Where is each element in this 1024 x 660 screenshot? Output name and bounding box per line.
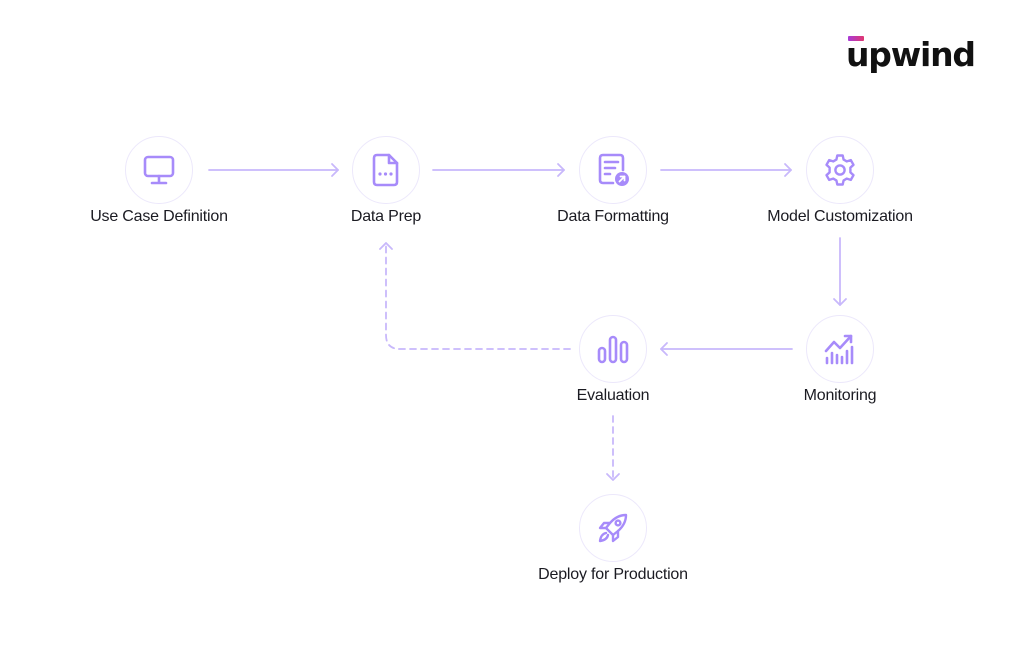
node-evaluation xyxy=(579,315,647,383)
label-data-formatting: Data Formatting xyxy=(557,208,669,225)
arrow-monitoring-to-evaluation xyxy=(660,342,793,356)
node-data-prep xyxy=(352,136,420,204)
label-evaluation: Evaluation xyxy=(576,387,650,404)
trend-chart-icon xyxy=(824,334,854,365)
bar-chart-icon xyxy=(597,335,629,364)
logo-wordmark: upwind xyxy=(846,35,976,74)
arrow-evaluation-to-dataprep-dashed xyxy=(385,244,571,350)
label-data-prep: Data Prep xyxy=(350,208,422,225)
node-deploy-for-production xyxy=(579,494,647,562)
node-use-case-definition xyxy=(125,136,193,204)
label-monitoring: Monitoring xyxy=(803,387,877,404)
arrow-evaluation-to-dataprep-head xyxy=(379,242,393,250)
label-deploy-for-production: Deploy for Production xyxy=(538,566,688,583)
monitor-icon xyxy=(143,155,175,185)
logo-accent-bar xyxy=(848,36,864,41)
arrow-dataprep-to-formatting xyxy=(432,163,565,177)
node-model-customization xyxy=(806,136,874,204)
document-export-icon xyxy=(598,153,629,186)
gear-icon xyxy=(825,154,855,186)
node-monitoring xyxy=(806,315,874,383)
upwind-logo: upwind xyxy=(846,35,976,78)
arrow-usecase-to-dataprep xyxy=(208,163,339,177)
label-use-case-definition: Use Case Definition xyxy=(90,208,228,225)
rocket-icon xyxy=(598,513,628,543)
arrow-evaluation-to-deploy-head xyxy=(606,473,620,481)
label-model-customization: Model Customization xyxy=(767,208,913,225)
document-icon xyxy=(372,153,399,187)
arrow-model-to-monitoring xyxy=(833,237,847,306)
node-data-formatting xyxy=(579,136,647,204)
arrow-formatting-to-model xyxy=(660,163,792,177)
